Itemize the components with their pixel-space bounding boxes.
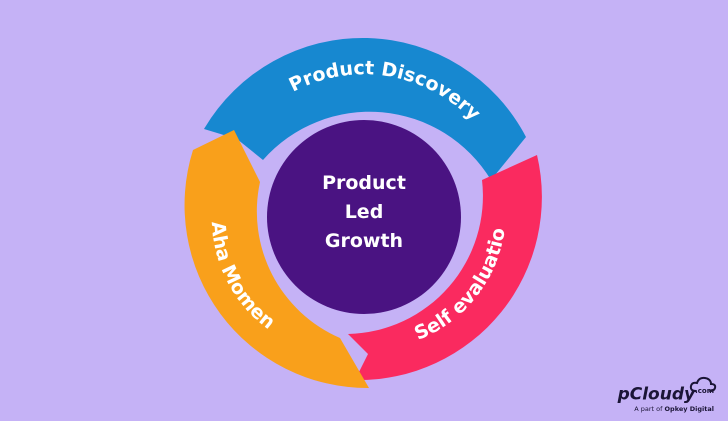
logo-tagline: A part of Opkey Digital (604, 405, 714, 413)
segment-self-evaluation (348, 155, 542, 381)
segment-aha-moment (184, 130, 369, 389)
center-label-line-2: Led (345, 201, 384, 223)
center-label-line-1: Product (322, 172, 406, 194)
logo-name-text: pCloudy (617, 385, 696, 405)
segment-product-discovery (204, 37, 526, 180)
cloud-icon (689, 377, 717, 393)
pcloudy-logo: pCloudy.com A part of Opkey Digital (604, 377, 717, 413)
center-circle (267, 120, 461, 314)
logo-wordmark: pCloudy.com (604, 382, 714, 404)
center-label-line-3: Growth (325, 230, 403, 252)
logo-tagline-prefix: A part of (634, 405, 663, 413)
logo-tagline-brand: Opkey Digital (664, 405, 714, 413)
logo-domain: .com (695, 387, 714, 396)
